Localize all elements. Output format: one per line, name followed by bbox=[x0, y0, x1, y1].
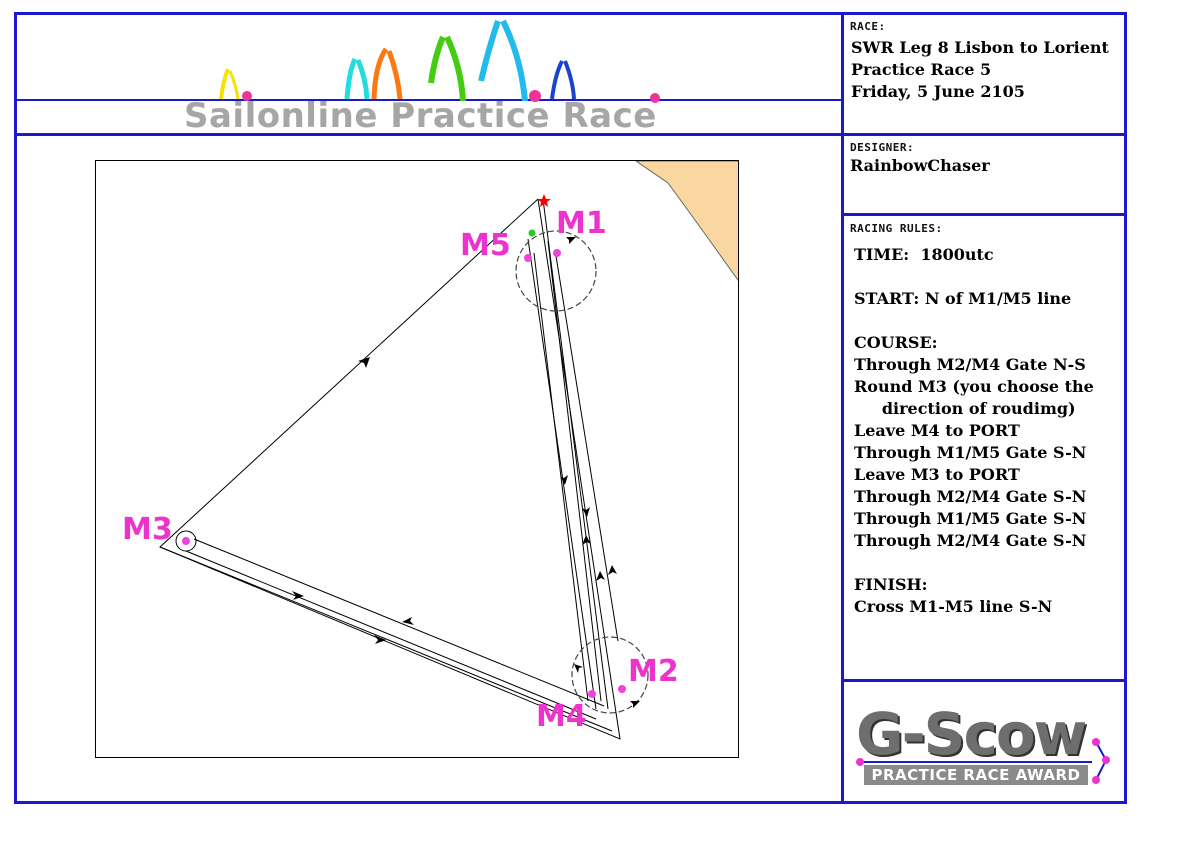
course-diagram: M1 M5 M3 M2 M4 bbox=[122, 161, 738, 740]
course-arrow-icon bbox=[566, 237, 576, 244]
rule-line: Through M2/M4 Gate S-N bbox=[854, 531, 1087, 550]
course-arrow-icon bbox=[574, 664, 583, 673]
banner-logo bbox=[17, 19, 841, 103]
race-divider bbox=[841, 133, 1124, 136]
start-star-icon bbox=[537, 194, 551, 207]
mark-m1-dot bbox=[553, 249, 561, 257]
course-leg bbox=[159, 546, 613, 732]
course-arrow-icon bbox=[582, 535, 591, 545]
designer-divider bbox=[841, 213, 1124, 216]
banner-title: Sailonline Practice Race bbox=[184, 96, 657, 136]
rule-line: direction of roudimg) bbox=[854, 399, 1076, 418]
page-frame bbox=[14, 12, 1127, 804]
course-leg bbox=[542, 198, 609, 710]
buoy-dot bbox=[242, 91, 252, 101]
course-arrow-icon bbox=[292, 591, 304, 600]
start-green-dot bbox=[528, 229, 536, 237]
mark-m2-dot bbox=[618, 685, 626, 693]
course-leg bbox=[547, 240, 602, 702]
sail-orange bbox=[371, 47, 389, 100]
award-underline bbox=[856, 758, 1092, 766]
course-leg-outer bbox=[159, 198, 621, 740]
race-name: SWR Leg 8 Lisbon to Lorient bbox=[851, 38, 1109, 57]
course-arrow-icon bbox=[374, 635, 386, 644]
course-arrow-icon bbox=[630, 701, 640, 708]
race-subtitle: Practice Race 5 bbox=[851, 60, 992, 79]
course-arrow-icon bbox=[582, 507, 590, 517]
award-logo-text: G-Scow bbox=[856, 700, 1087, 768]
sail-yellow bbox=[219, 68, 230, 100]
rule-line: COURSE: bbox=[854, 333, 938, 352]
header-divider bbox=[14, 133, 844, 136]
course-leg bbox=[185, 550, 597, 720]
sail-green bbox=[428, 35, 446, 84]
race-info: SWR Leg 8 Lisbon to Lorient Practice Rac… bbox=[851, 37, 1109, 103]
course-arrow-icon bbox=[560, 475, 568, 485]
course-map: M1 M5 M3 M2 M4 bbox=[95, 160, 739, 758]
course-arrow-icon bbox=[358, 357, 370, 368]
rule-line: Leave M3 to PORT bbox=[854, 465, 1020, 484]
award-subtitle: PRACTICE RACE AWARD bbox=[864, 765, 1088, 785]
rule-line: Through M1/M5 Gate S-N bbox=[854, 509, 1087, 528]
rule-line: Through M1/M5 Gate S-N bbox=[854, 443, 1087, 462]
award-decoration bbox=[1092, 738, 1110, 784]
m2-m4-rounding-circle bbox=[571, 636, 649, 714]
mark-m5-dot bbox=[524, 254, 532, 262]
rule-line bbox=[854, 310, 1094, 332]
rules-divider bbox=[841, 679, 1124, 682]
mark-label-m3: M3 bbox=[122, 512, 173, 547]
race-label: RACE: bbox=[850, 20, 886, 33]
rule-line: TIME: 1800utc bbox=[854, 245, 994, 264]
sail-cyan-tall bbox=[478, 20, 501, 82]
rule-line: Through M2/M4 Gate S-N bbox=[854, 487, 1087, 506]
race-date: Friday, 5 June 2105 bbox=[851, 82, 1025, 101]
course-arrow-icon bbox=[596, 571, 605, 581]
buoy-dot bbox=[650, 93, 660, 103]
course-arrow-icon bbox=[402, 617, 414, 625]
buoy-dot bbox=[529, 90, 541, 102]
rule-line: Through M2/M4 Gate N-S bbox=[854, 355, 1086, 374]
course-leg bbox=[555, 255, 619, 642]
rule-line: Leave M4 to PORT bbox=[854, 421, 1020, 440]
course-leg bbox=[193, 538, 605, 707]
course-leg bbox=[527, 238, 597, 710]
rule-line: Cross M1-M5 line S-N bbox=[854, 597, 1053, 616]
mark-label-m2: M2 bbox=[628, 654, 679, 689]
rule-line bbox=[854, 552, 1094, 574]
m1-m5-rounding-circle bbox=[515, 230, 597, 312]
rules-label: RACING RULES: bbox=[850, 222, 943, 235]
sail-navy bbox=[550, 60, 564, 100]
column-divider bbox=[841, 12, 844, 801]
land-area bbox=[635, 161, 738, 282]
rule-line bbox=[854, 266, 1094, 288]
mark-m4-dot bbox=[588, 690, 596, 698]
mark-label-m4: M4 bbox=[536, 699, 587, 734]
mark-m3-dot bbox=[182, 537, 190, 545]
designer-name: RainbowChaser bbox=[850, 156, 990, 175]
course-arrow-icon bbox=[608, 565, 617, 575]
mark-label-m5: M5 bbox=[460, 228, 511, 263]
m3-rounding-circle bbox=[175, 530, 197, 552]
rule-line: START: N of M1/M5 line bbox=[854, 289, 1072, 308]
rule-line: FINISH: bbox=[854, 575, 928, 594]
sail-cyan bbox=[344, 57, 358, 100]
mark-label-m1: M1 bbox=[556, 206, 607, 241]
racing-rules: TIME: 1800utc START: N of M1/M5 line COU… bbox=[854, 244, 1094, 618]
rule-line: Round M3 (you choose the bbox=[854, 377, 1094, 396]
designer-label: DESIGNER: bbox=[850, 141, 915, 154]
